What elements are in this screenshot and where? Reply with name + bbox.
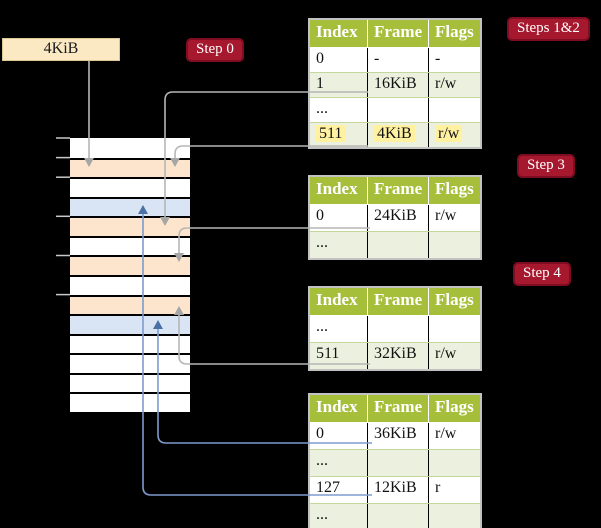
column-header-flags: Flags bbox=[428, 177, 480, 204]
steps-1-2-label: Steps 1&2 bbox=[507, 17, 590, 41]
table-cell-index: 0 bbox=[316, 425, 324, 442]
table-cell-flags: r/w bbox=[428, 73, 480, 97]
column-header-frame: Frame bbox=[367, 177, 428, 204]
memory-row-peach bbox=[70, 255, 190, 275]
table-cell-index: 511 bbox=[310, 123, 367, 147]
column-header-index: Index bbox=[316, 397, 358, 416]
table-row: ... bbox=[310, 231, 480, 258]
connector-entry511-to-4kib-frame bbox=[170, 145, 368, 167]
table-row: ... bbox=[310, 503, 480, 528]
column-header-flags: Flags bbox=[428, 20, 480, 47]
memory-row-peach bbox=[70, 294, 190, 315]
table-row: ... bbox=[310, 449, 480, 476]
table-cell-frame bbox=[367, 504, 428, 528]
table-cell-flags: r/w bbox=[428, 343, 480, 369]
table-cell-index: ... bbox=[316, 506, 328, 523]
table-cell-index: 127 bbox=[316, 479, 340, 496]
column-header-index: Index bbox=[316, 22, 358, 41]
table-row: 0 -- bbox=[310, 48, 480, 72]
table-cell-index: ... bbox=[316, 100, 328, 117]
memory-row-blue bbox=[70, 314, 190, 334]
column-header-frame: Frame bbox=[367, 20, 428, 47]
table-cell-flags: r/w bbox=[428, 423, 480, 449]
memory-row-white bbox=[70, 333, 190, 354]
column-header-frame: Frame bbox=[367, 395, 428, 422]
table-cell-flags bbox=[428, 316, 480, 342]
table-cell-index: 511 bbox=[316, 345, 340, 362]
table-cell-flags: r bbox=[428, 477, 480, 503]
table-cell-frame: 4KiB bbox=[367, 123, 428, 147]
table-cell-frame: 32KiB bbox=[367, 343, 428, 369]
table-cell-flags bbox=[428, 232, 480, 258]
table-cell-frame: 12KiB bbox=[367, 477, 428, 503]
memory-row-blue bbox=[70, 196, 190, 217]
table-cell-frame bbox=[367, 232, 428, 258]
memory-row-white bbox=[70, 177, 190, 197]
table-cell-frame: - bbox=[367, 48, 428, 72]
memory-stack bbox=[70, 138, 190, 412]
table-row: ... bbox=[310, 316, 480, 342]
table-cell-flags bbox=[428, 98, 480, 122]
memory-row-white bbox=[70, 138, 190, 158]
table-cell-frame: 16KiB bbox=[367, 73, 428, 97]
column-header-index: Index bbox=[316, 179, 358, 198]
frame-size-label: 4KiB bbox=[43, 40, 79, 57]
step4-label: Step 4 bbox=[513, 262, 571, 286]
table-cell-index: 0 bbox=[316, 207, 324, 224]
address-ticks bbox=[56, 137, 70, 296]
step3-label: Step 3 bbox=[517, 154, 575, 178]
column-header-frame: Frame bbox=[367, 288, 428, 315]
table-cell-flags: r/w bbox=[428, 123, 480, 147]
table-cell-index: 1 bbox=[316, 75, 324, 92]
table-cell-frame: 36KiB bbox=[367, 423, 428, 449]
table-cell-frame bbox=[367, 98, 428, 122]
memory-row-white bbox=[70, 353, 190, 373]
highlighted-value: r/w bbox=[435, 125, 463, 142]
column-header-flags: Flags bbox=[428, 395, 480, 422]
table-cell-flags bbox=[428, 504, 480, 528]
table-cell-flags bbox=[428, 450, 480, 476]
memory-row-white bbox=[70, 235, 190, 256]
column-header-flags: Flags bbox=[428, 288, 480, 315]
table-cell-frame: 24KiB bbox=[367, 205, 428, 231]
memory-row-peach bbox=[70, 216, 190, 236]
table-cell-index: ... bbox=[316, 318, 328, 335]
table-row: ... bbox=[310, 97, 480, 122]
memory-row-white bbox=[70, 392, 190, 412]
table-row: 511 4KiB r/w bbox=[310, 122, 480, 147]
table-cell-flags: - bbox=[428, 48, 480, 72]
highlighted-value: 4KiB bbox=[374, 125, 415, 142]
step0-label: Step 0 bbox=[186, 38, 244, 62]
memory-row-peach bbox=[70, 157, 190, 178]
memory-row-white bbox=[70, 372, 190, 393]
table-cell-index: ... bbox=[316, 234, 328, 251]
table-cell-flags: r/w bbox=[428, 205, 480, 231]
table-cell-frame bbox=[367, 316, 428, 342]
table-cell-index: 0 bbox=[316, 50, 324, 67]
table-cell-frame bbox=[367, 450, 428, 476]
frame-size-box: 4KiB bbox=[2, 38, 120, 61]
highlighted-value: 511 bbox=[316, 125, 346, 142]
table-cell-index: ... bbox=[316, 452, 328, 469]
column-header-index: Index bbox=[316, 290, 358, 309]
memory-row-white bbox=[70, 274, 190, 295]
